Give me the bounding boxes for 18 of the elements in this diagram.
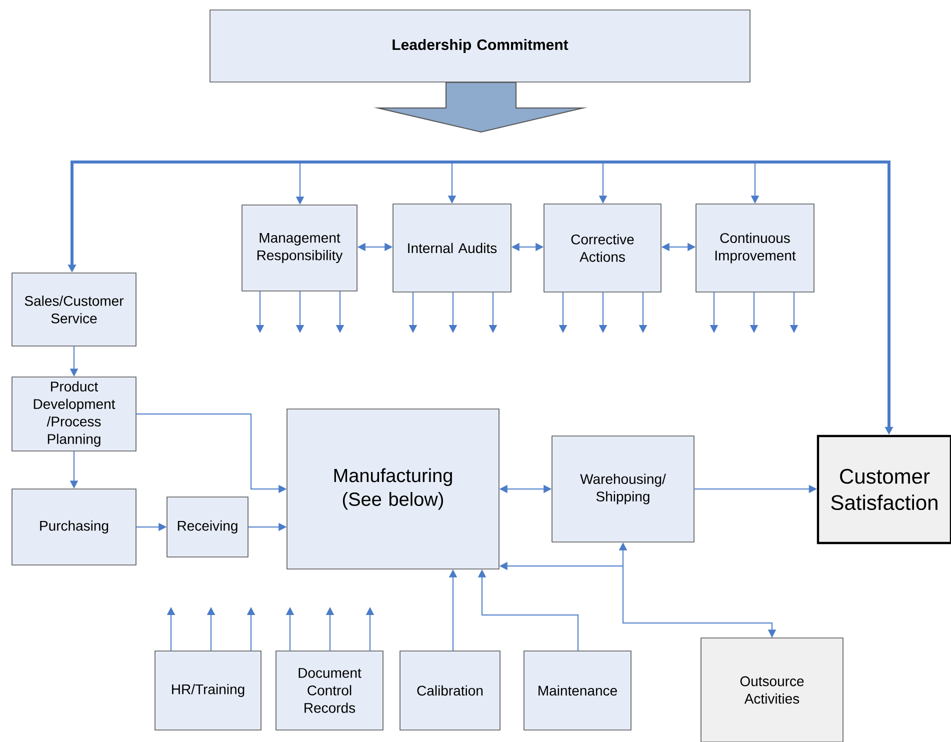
process-box: Management Responsibility	[242, 204, 358, 292]
process-box: Receiving	[166, 496, 248, 558]
process-box: Outsource Activities	[700, 638, 844, 742]
process-box: Calibration	[400, 650, 500, 730]
process-box: Product Development /Process Planning	[12, 376, 136, 452]
process-box: Manufacturing (See below)	[286, 408, 500, 570]
process-box: Purchasing	[12, 488, 136, 566]
process-box: Document Control Records	[276, 650, 384, 730]
process-box: Maintenance	[524, 650, 632, 730]
process-box: Internal Audits	[392, 204, 512, 292]
process-box: Corrective Actions	[544, 204, 662, 292]
header-box: Leadership Commitment	[210, 10, 750, 82]
process-box: Warehousing/ Shipping	[552, 436, 694, 542]
process-box: HR/Training	[154, 650, 262, 730]
outcome-box: Customer Satisfaction	[816, 434, 951, 544]
block-arrow	[374, 82, 588, 133]
process-box: Continuous Improvement	[696, 204, 814, 292]
process-box: Sales/Customer Service	[12, 272, 136, 346]
